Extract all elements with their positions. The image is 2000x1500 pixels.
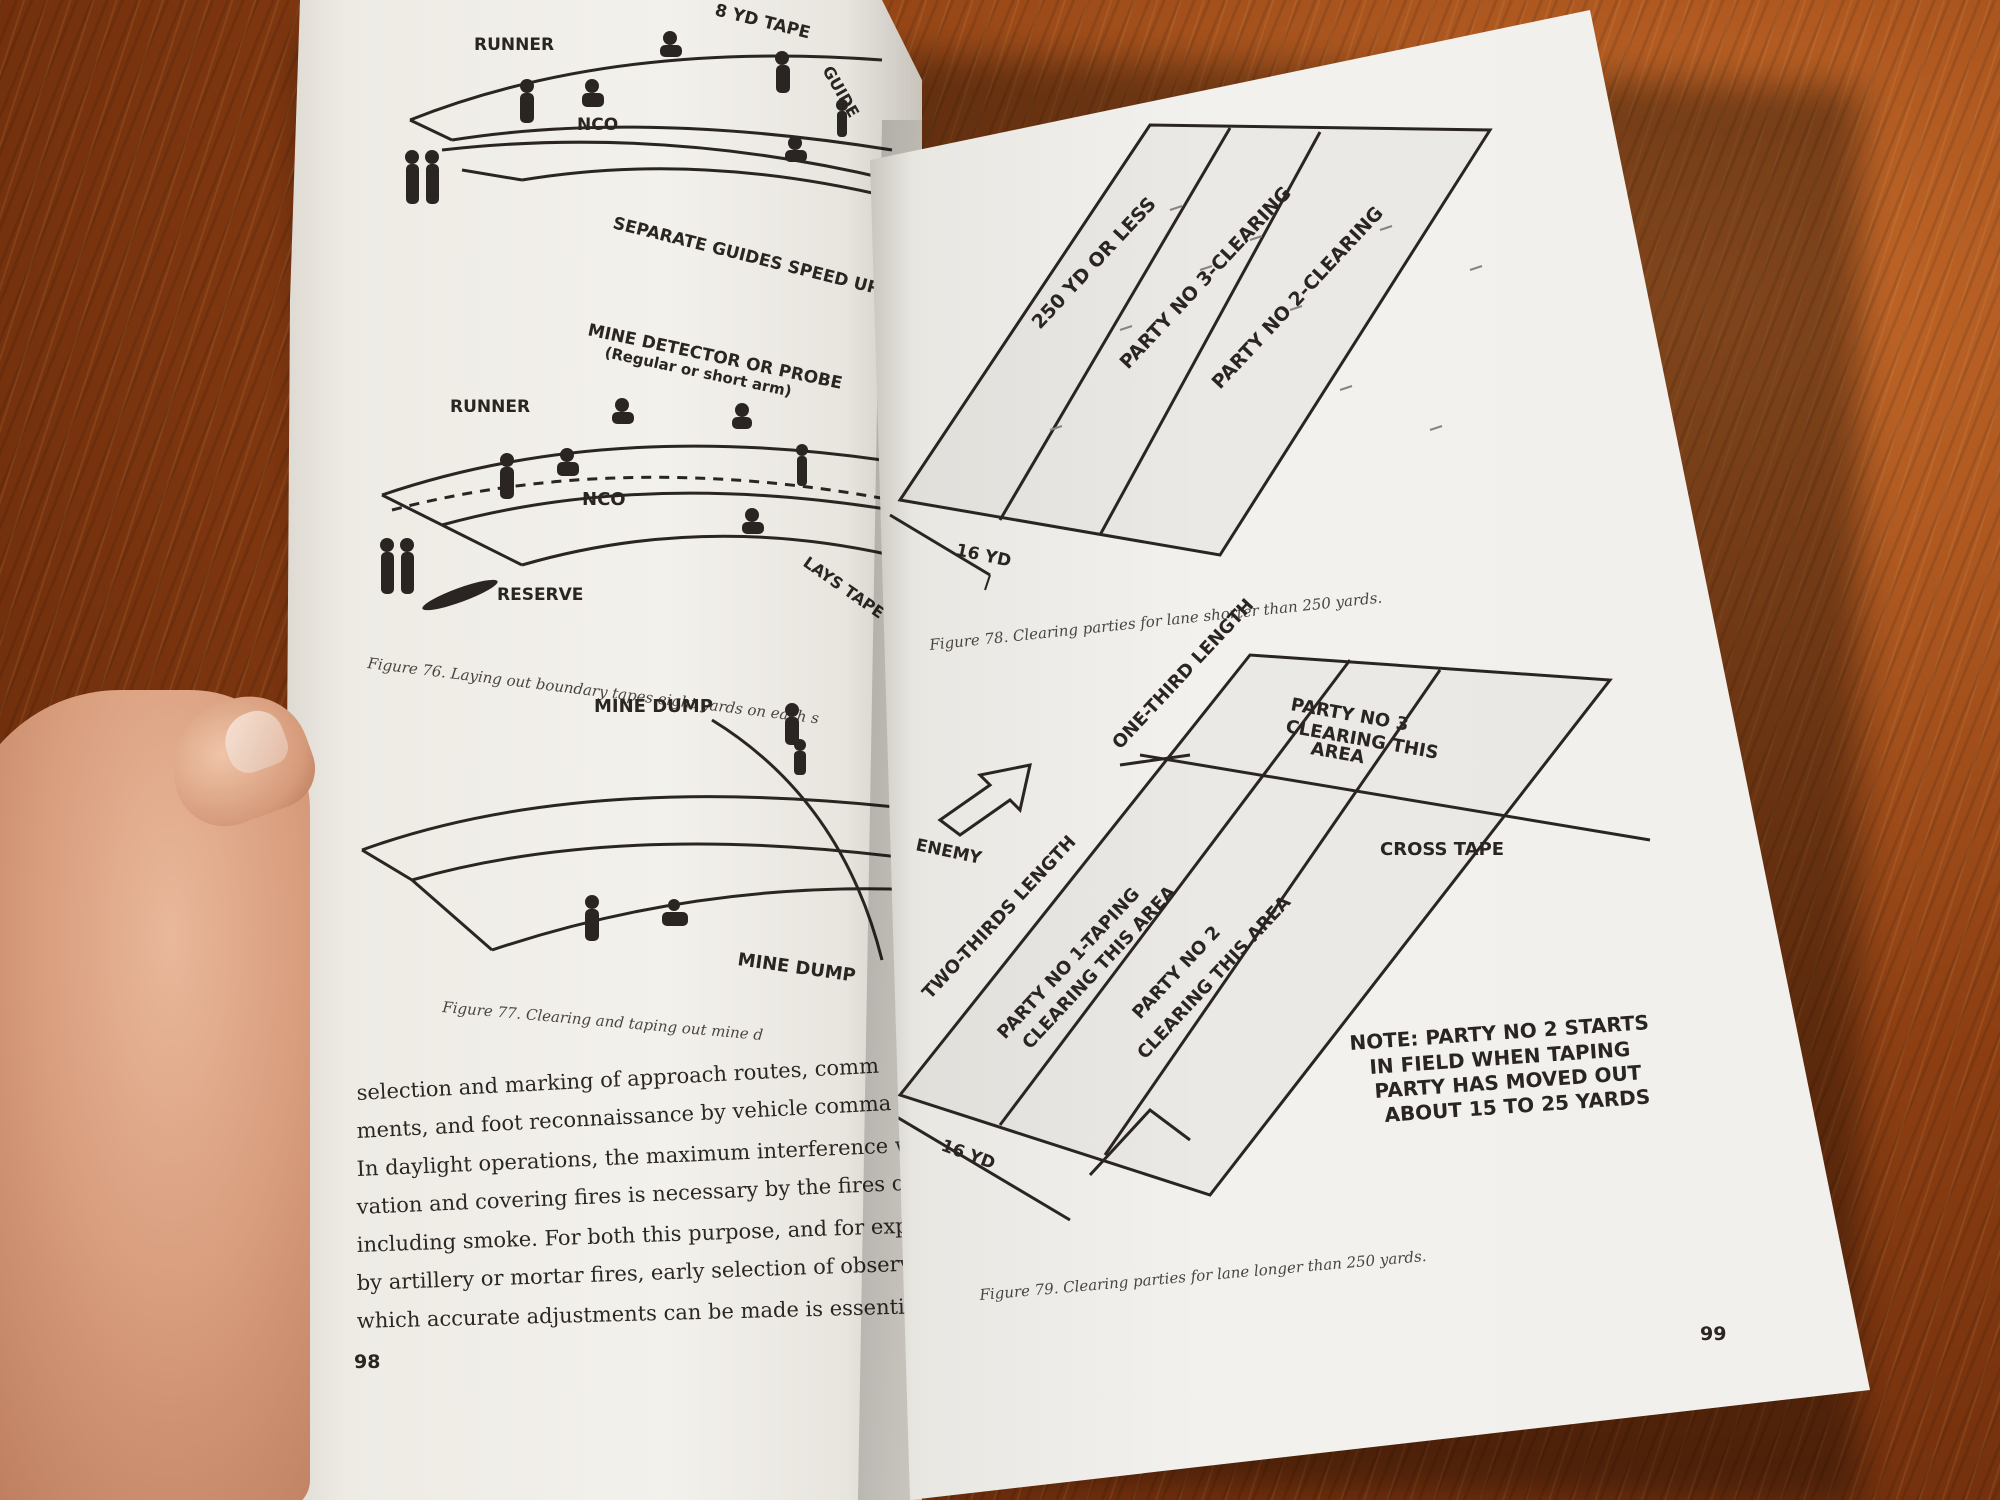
left-page-number: 98: [354, 1351, 380, 1373]
label-runner-top: RUNNER: [474, 35, 554, 55]
label-runner-mid: RUNNER: [450, 397, 530, 417]
figure-76-caption: Figure 76. Laying out boundary tapes eig…: [366, 654, 821, 727]
right-page-number: 99: [1700, 1323, 1726, 1345]
enemy-arrow-icon: [937, 763, 1032, 837]
body-line-6: by artillery or mortar fires, early sele…: [356, 1252, 912, 1295]
right-page-content: 250 YD OR LESS PARTY NO 3-CLEARING PARTY…: [884, 123, 1726, 1345]
figure-78-caption: Figure 78. Clearing parties for lane sho…: [928, 589, 1383, 655]
label-mine-dump-bottom: MINE DUMP: [736, 949, 857, 986]
body-line-4: vation and covering fires is necessary b…: [355, 1171, 915, 1219]
label-mine-dump-top: MINE DUMP: [594, 696, 713, 717]
soldier-figures-77: [585, 703, 806, 941]
figure-76-top-diagram: [409, 54, 903, 202]
label-separate-guides: SEPARATE GUIDES SPEED UP W: [611, 213, 906, 305]
label-16yd-79: 16 YD: [938, 1136, 997, 1174]
left-body-text: selection and marking of approach routes…: [355, 1054, 922, 1333]
figure-79-caption: Figure 79. Clearing parties for lane lon…: [978, 1247, 1427, 1304]
body-line-5: including smoke. For both this purpose, …: [356, 1214, 909, 1257]
label-nco-mid: NCO: [582, 489, 626, 510]
figure-78-diagram: [889, 123, 1493, 591]
figure-79-note: NOTE: PARTY NO 2 STARTS IN FIELD WHEN TA…: [1349, 1010, 1651, 1127]
label-cross-tape: CROSS TAPE: [1380, 839, 1504, 860]
soldier-figures-top: [405, 31, 848, 204]
figure-77-caption: Figure 77. Clearing and taping out mine …: [441, 998, 764, 1044]
label-8yd-tape: 8 YD TAPE: [713, 0, 813, 43]
label-16yd-78: 16 YD: [954, 540, 1013, 571]
figure-77-diagram: [361, 718, 922, 961]
left-page: RUNNER 8 YD TAPE GUIDE NCO SEPARATE GUID…: [282, 0, 922, 1500]
left-page-content: RUNNER 8 YD TAPE GUIDE NCO SEPARATE GUID…: [354, 0, 922, 1373]
figure-79-diagram: [884, 653, 1651, 1222]
figure-76-main-diagram: [381, 444, 913, 567]
label-reserve: RESERVE: [497, 585, 583, 605]
ground-stipple-78: [1049, 205, 1483, 431]
soldier-figures-middle: [380, 398, 808, 611]
label-enemy: ENEMY: [914, 835, 984, 869]
body-line-7: which accurate adjustments can be made i…: [357, 1294, 922, 1333]
label-nco-top: NCO: [577, 115, 618, 135]
hand: [0, 690, 310, 1500]
